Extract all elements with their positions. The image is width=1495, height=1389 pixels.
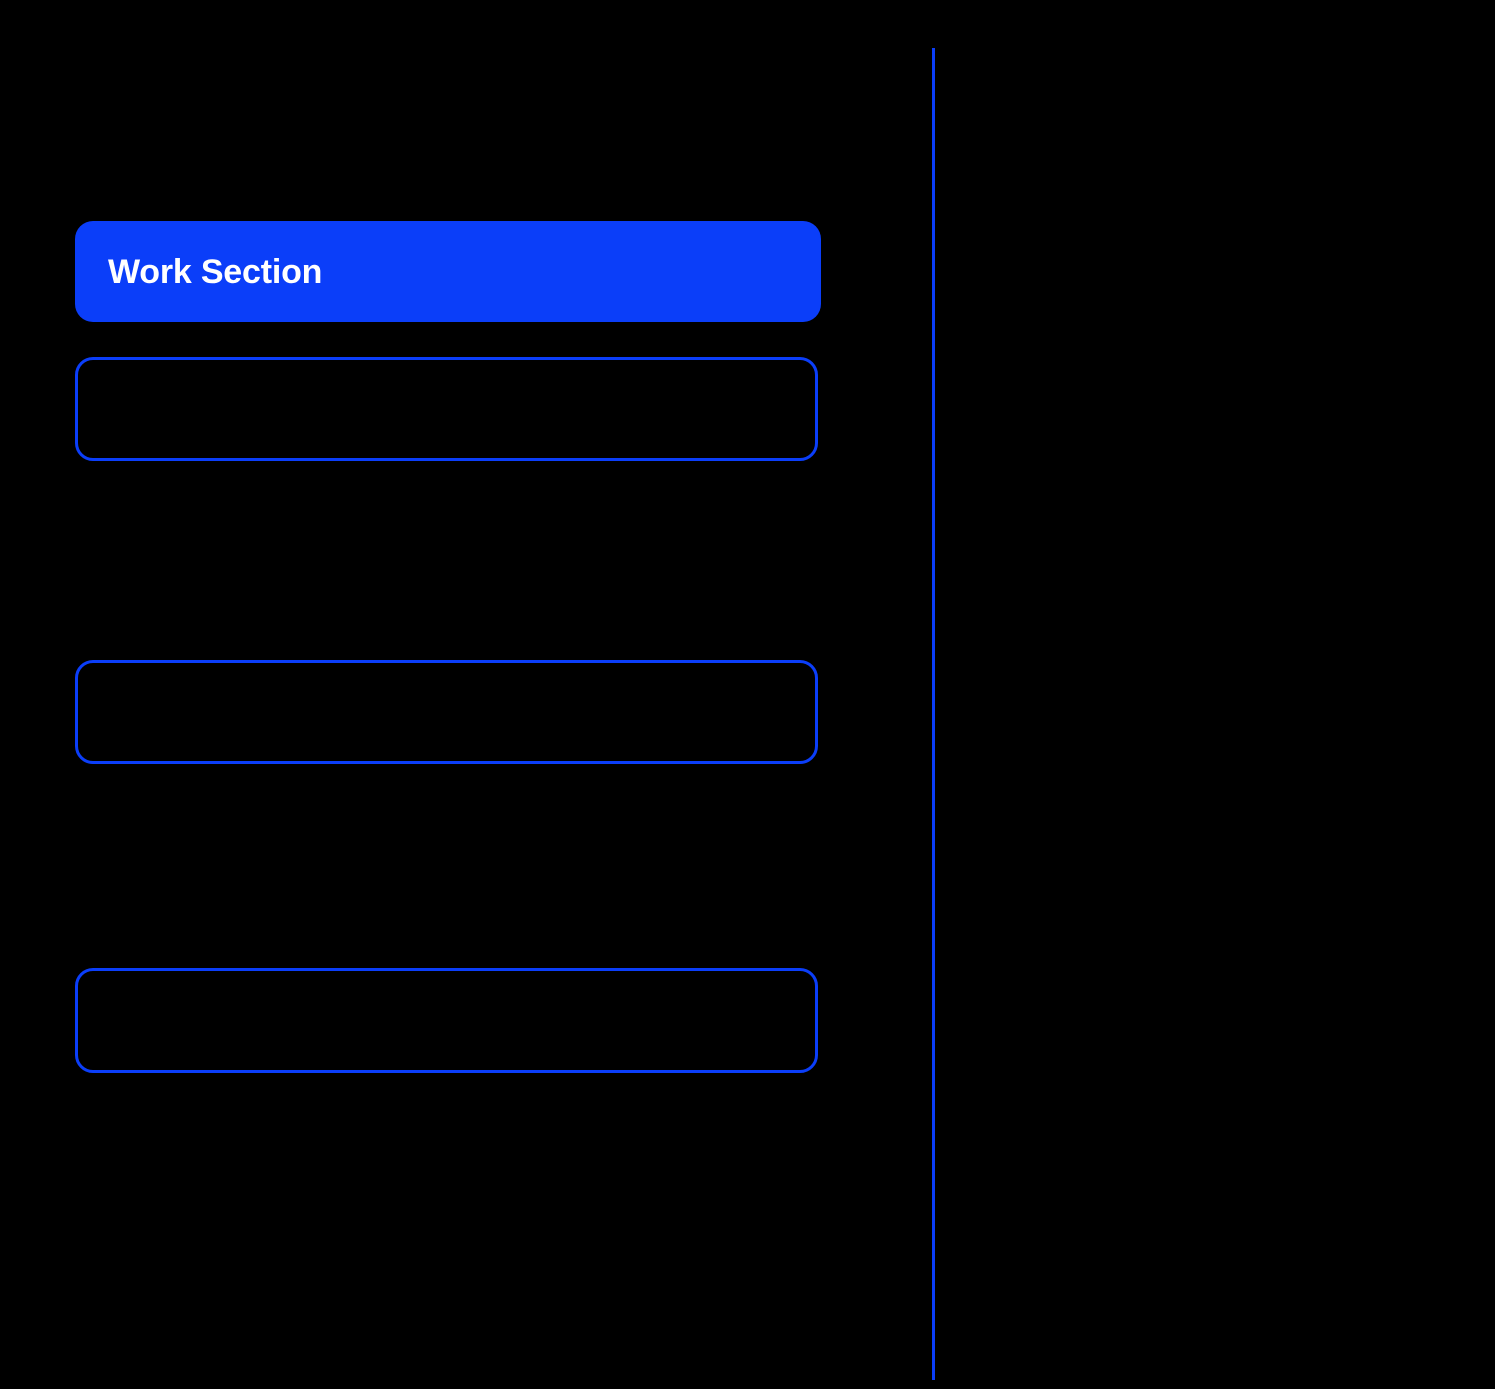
work-section-field-2[interactable] xyxy=(75,660,818,764)
work-section-field-2-value[interactable] xyxy=(78,663,815,761)
work-section-field-3-value[interactable] xyxy=(78,971,815,1070)
work-section-field-1[interactable] xyxy=(75,357,818,461)
left-pane: Work Section xyxy=(75,221,821,1073)
work-section-header-label: Work Section xyxy=(108,252,323,291)
vertical-divider xyxy=(932,48,935,1380)
work-section-field-3[interactable] xyxy=(75,968,818,1073)
work-section-field-1-value[interactable] xyxy=(78,360,815,458)
right-pane xyxy=(935,0,1495,1389)
work-section-header[interactable]: Work Section xyxy=(75,221,821,322)
